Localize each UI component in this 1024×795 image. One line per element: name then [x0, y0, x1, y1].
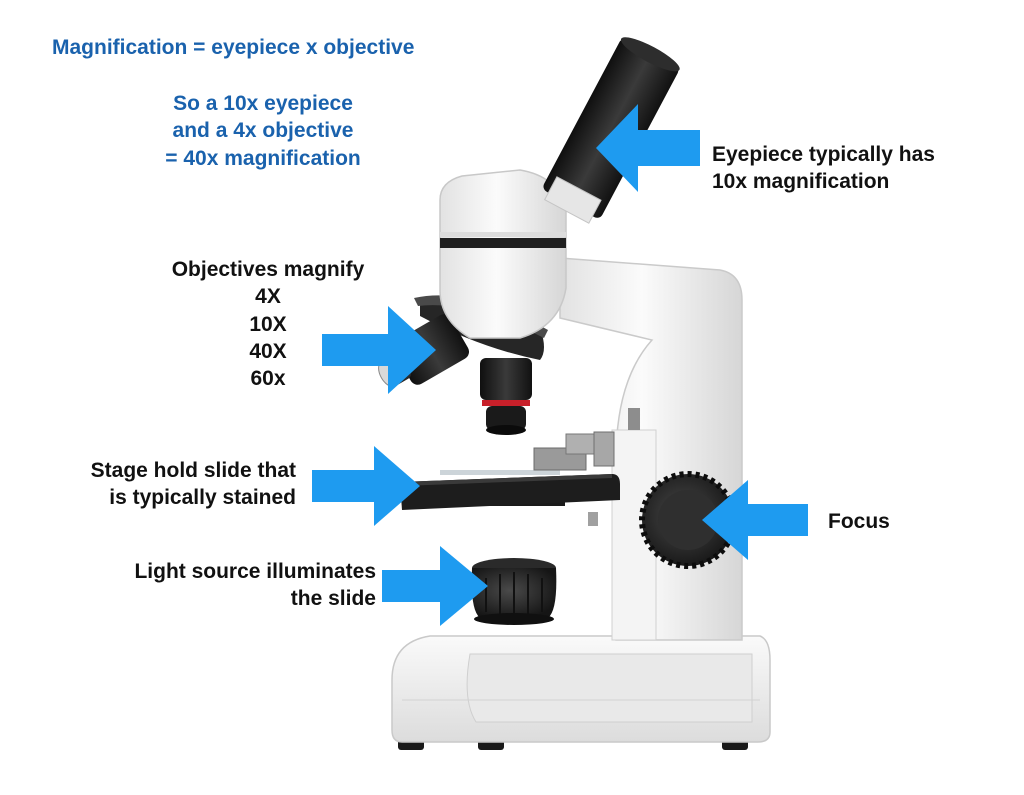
- objective-value-10x: 10X: [249, 312, 287, 336]
- objective-value-40x: 40X: [249, 339, 287, 363]
- annotation-arrows: [312, 104, 808, 626]
- focus-label: Focus: [828, 510, 890, 533]
- microscope-head: [439, 169, 567, 339]
- microscope-base: [391, 635, 771, 743]
- example-line-1: So a 10x eyepiece: [173, 92, 353, 115]
- arrow-right-icon: [382, 546, 488, 626]
- light-source: [471, 558, 557, 625]
- glass-slide: [440, 470, 560, 475]
- arrow-right-icon: [312, 446, 420, 526]
- eyepiece-label-line-2: 10x magnification: [712, 170, 890, 194]
- example-line-2: and a 4x objective: [172, 119, 354, 143]
- light-label-line-2: the slide: [290, 587, 376, 611]
- objective-value-4x: 4X: [255, 285, 281, 309]
- stage-label-line-1: Stage hold slide that: [90, 459, 296, 482]
- eyepiece-label: Eyepiece typically has 10x magnification: [712, 141, 935, 196]
- arrow-left-icon: [596, 104, 700, 192]
- microscope-stage: [400, 408, 640, 526]
- magnification-formula: Magnification = eyepiece x objective: [52, 36, 415, 59]
- stage-label-line-2: is typically stained: [109, 486, 296, 510]
- arrow-right-icon: [322, 306, 436, 394]
- arrow-left-icon: [702, 480, 808, 560]
- light-label-line-1: Light source illuminates: [134, 560, 376, 583]
- objective-value-60x: 60x: [250, 367, 286, 391]
- objectives-label: Objectives magnify 4X 10X 40X 60x: [128, 256, 408, 392]
- light-source-label: Light source illuminates the slide: [60, 558, 376, 613]
- eyepiece-label-line-1: Eyepiece typically has: [712, 143, 935, 166]
- example-line-3: = 40x magnification: [165, 146, 361, 170]
- stage-label: Stage hold slide that is typically stain…: [20, 457, 296, 512]
- objectives-heading: Objectives magnify: [171, 258, 365, 281]
- eyepiece-tube: [543, 37, 680, 224]
- magnification-example: So a 10x eyepiece and a 4x objective = 4…: [132, 90, 394, 172]
- stage-clips: [533, 408, 640, 526]
